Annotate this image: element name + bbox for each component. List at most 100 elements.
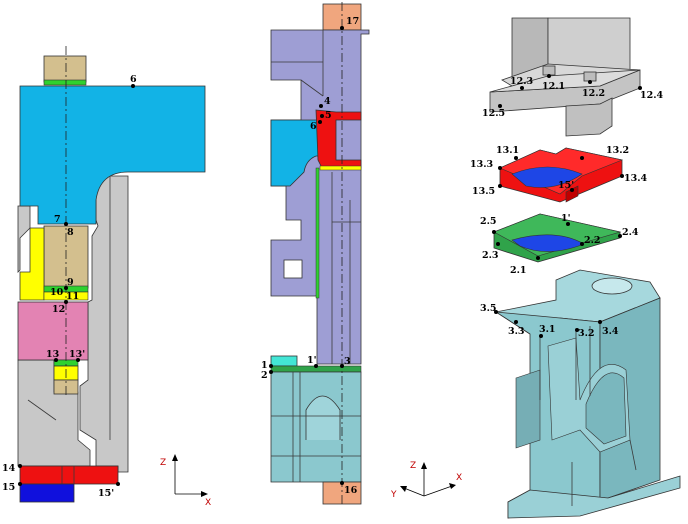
left-gray-body <box>79 175 129 473</box>
rr-point-13-1 <box>514 156 518 160</box>
left-view <box>17 46 206 503</box>
left-label-7: 7 <box>54 214 61 225</box>
rb-point-3-1 <box>539 334 543 338</box>
mid-aqua-arch <box>305 395 341 440</box>
rr-point-15p <box>570 188 574 192</box>
mid-point-6 <box>318 120 322 124</box>
rt-label-12-5: 12.5 <box>482 108 505 119</box>
left-red-base <box>19 465 119 485</box>
left-label-15p: 15' <box>98 488 114 499</box>
mid-label-5: 5 <box>325 110 332 121</box>
right-axis-z-arrow <box>421 462 427 469</box>
left-label-15: 15 <box>2 482 15 493</box>
left-inner-line-2 <box>27 399 57 421</box>
right-bottom-part <box>494 269 681 519</box>
rb-label-3-4: 3.4 <box>602 326 619 337</box>
mid-label-16: 16 <box>344 485 358 496</box>
rr-label-13-4: 13.4 <box>624 173 648 184</box>
mid-point-5 <box>320 114 324 118</box>
left-point-15p <box>116 482 120 486</box>
mid-point-1p <box>314 364 318 368</box>
rb-edge-5 <box>629 439 637 471</box>
rg-point-2-1 <box>536 256 540 260</box>
rr-point-13-3 <box>498 166 502 170</box>
right-bottom-labels: 3.1 3.2 3.3 3.4 3.5 <box>480 303 619 339</box>
right-axis-x-label: X <box>456 473 462 483</box>
rr-label-13-1: 13.1 <box>496 145 519 156</box>
left-label-13: 13 <box>46 349 59 360</box>
mid-point-17 <box>340 26 344 30</box>
left-point-13p <box>76 358 80 362</box>
left-yellow-block <box>19 227 45 301</box>
mid-label-1: 1 <box>261 360 268 371</box>
rb-base <box>507 475 681 519</box>
mid-cyan-plate <box>270 355 298 367</box>
rr-label-13-2: 13.2 <box>606 145 629 156</box>
right-top-part <box>489 17 641 137</box>
mid-label-6: 6 <box>310 121 317 132</box>
right-axis-y-arrow <box>400 486 407 492</box>
left-point-7 <box>64 222 68 226</box>
right-axis-x-arrow <box>449 483 456 489</box>
rt-point-12-4 <box>638 86 642 90</box>
left-label-9: 9 <box>67 277 74 288</box>
mid-yellow-strip <box>319 165 362 171</box>
left-point-13 <box>54 358 58 362</box>
right-red-labels: 13.1 13.2 13.3 13.4 13.5 15' <box>470 145 648 197</box>
right-axis-y-label: Y <box>390 490 397 500</box>
right-top-labels: 12.1 12.2 12.3 12.4 12.5 <box>482 74 664 119</box>
left-label-6: 6 <box>130 74 137 85</box>
right-red-part <box>499 147 624 203</box>
left-point-14 <box>18 464 22 468</box>
left-label-12: 12 <box>52 304 65 315</box>
left-point-9 <box>64 286 68 290</box>
rb-label-3-2: 3.2 <box>578 328 595 339</box>
left-green-strip-top <box>43 79 87 86</box>
mid-point-16 <box>340 481 344 485</box>
rg-label-2-1: 2.1 <box>510 265 527 276</box>
rb-point-3-5 <box>494 310 498 314</box>
left-label-14: 14 <box>2 463 16 474</box>
mid-green-strip <box>315 167 320 299</box>
mid-label-4: 4 <box>324 96 331 107</box>
mid-point-3 <box>340 364 344 368</box>
rr-label-13-3: 13.3 <box>470 159 493 170</box>
middle-view <box>270 2 370 506</box>
right-axis-z-label: Z <box>410 461 416 471</box>
rt-label-12-2: 12.2 <box>582 88 605 99</box>
left-axes: Z X <box>160 454 211 508</box>
right-axes: Z X Y <box>390 461 462 500</box>
rt-label-12-1: 12.1 <box>542 81 565 92</box>
rg-point-1p <box>566 222 570 226</box>
mid-red-block <box>315 109 362 169</box>
right-green-part <box>493 213 622 263</box>
rt-point-12-2 <box>588 80 592 84</box>
mid-label-1p: 1' <box>307 355 317 366</box>
rb-point-3-3 <box>514 320 518 324</box>
rb-hole <box>591 277 633 295</box>
rt-key-1 <box>542 65 556 76</box>
mid-point-4 <box>319 104 323 108</box>
rr-point-13-2 <box>580 156 584 160</box>
rt-point-12-5 <box>498 104 502 108</box>
mid-label-17: 17 <box>346 16 359 27</box>
rb-label-3-3: 3.3 <box>508 326 525 337</box>
rb-label-3-1: 3.1 <box>539 324 556 335</box>
rg-label-2-4: 2.4 <box>622 227 639 238</box>
rb-arch-inner <box>585 372 627 445</box>
rt-point-12-3 <box>520 86 524 90</box>
rg-point-2-4 <box>618 234 622 238</box>
rr-label-13-5: 13.5 <box>472 186 495 197</box>
left-point-12 <box>64 300 68 304</box>
rb-right-face <box>599 297 661 499</box>
mid-line-c <box>300 79 324 97</box>
right-axis-y-line <box>403 487 425 497</box>
left-axis-z-arrow <box>172 454 178 461</box>
mid-label-3: 3 <box>344 356 351 367</box>
rg-point-2-3 <box>496 242 500 246</box>
left-point-labels: 6 7 8 9 10 11 12 13 13' 14 15 15' <box>2 74 137 499</box>
left-blue-base <box>19 483 75 503</box>
mid-lavender-body <box>270 29 370 365</box>
rr-point-13-5 <box>498 184 502 188</box>
left-axis-x-label: X <box>205 498 211 508</box>
